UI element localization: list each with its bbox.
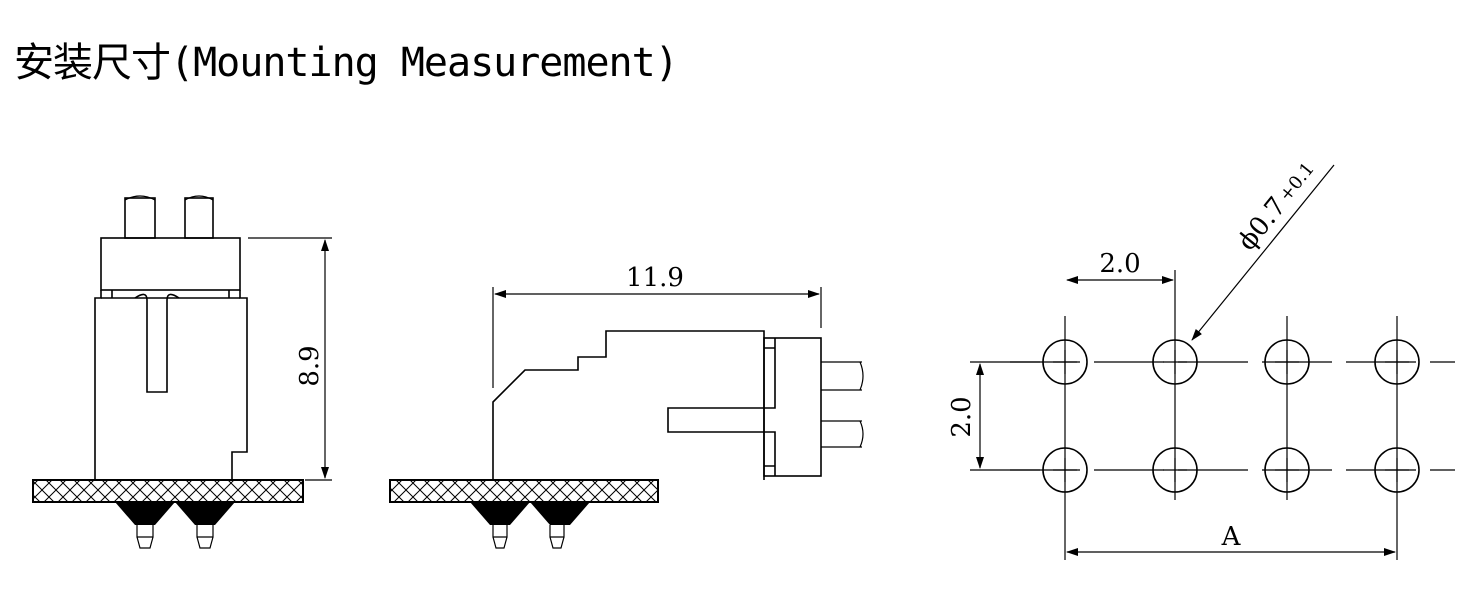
mounting-hole xyxy=(1264,339,1310,385)
length-dimension: 11.9 xyxy=(626,263,684,293)
mounting-hole xyxy=(1042,447,1088,493)
page-title: 安装尺寸(Mounting Measurement) xyxy=(14,40,679,86)
hole-diameter-label: ϕ0.7 xyxy=(1232,192,1292,257)
hole-center-mark xyxy=(1053,458,1077,482)
hole-center-mark xyxy=(1275,458,1299,482)
hole-tolerance-label: +0.1 xyxy=(1275,159,1319,206)
mounting-hole xyxy=(1042,339,1088,385)
hole-center-mark xyxy=(1163,350,1187,374)
mounting-hole xyxy=(1264,447,1310,493)
mounting-hole xyxy=(1152,339,1198,385)
hole-center-mark xyxy=(1385,350,1409,374)
overall-dimension: A xyxy=(1221,522,1242,552)
hole-pattern: 2.0 2.0 A ϕ0.7 +0.1 xyxy=(947,159,1455,560)
mounting-hole xyxy=(1374,339,1420,385)
hole-center-mark xyxy=(1053,350,1077,374)
pitch-y-dimension: 2.0 xyxy=(947,396,977,437)
mounting-hole xyxy=(1152,447,1198,493)
front-view: 11.9 xyxy=(389,263,864,549)
hole-center-mark xyxy=(1275,350,1299,374)
height-dimension: 8.9 xyxy=(295,345,325,386)
mounting-hole xyxy=(1374,447,1420,493)
pitch-x-dimension: 2.0 xyxy=(1099,249,1140,279)
hole-center-mark xyxy=(1385,458,1409,482)
hole-center-mark xyxy=(1163,458,1187,482)
side-view: 8.9 xyxy=(32,195,332,549)
